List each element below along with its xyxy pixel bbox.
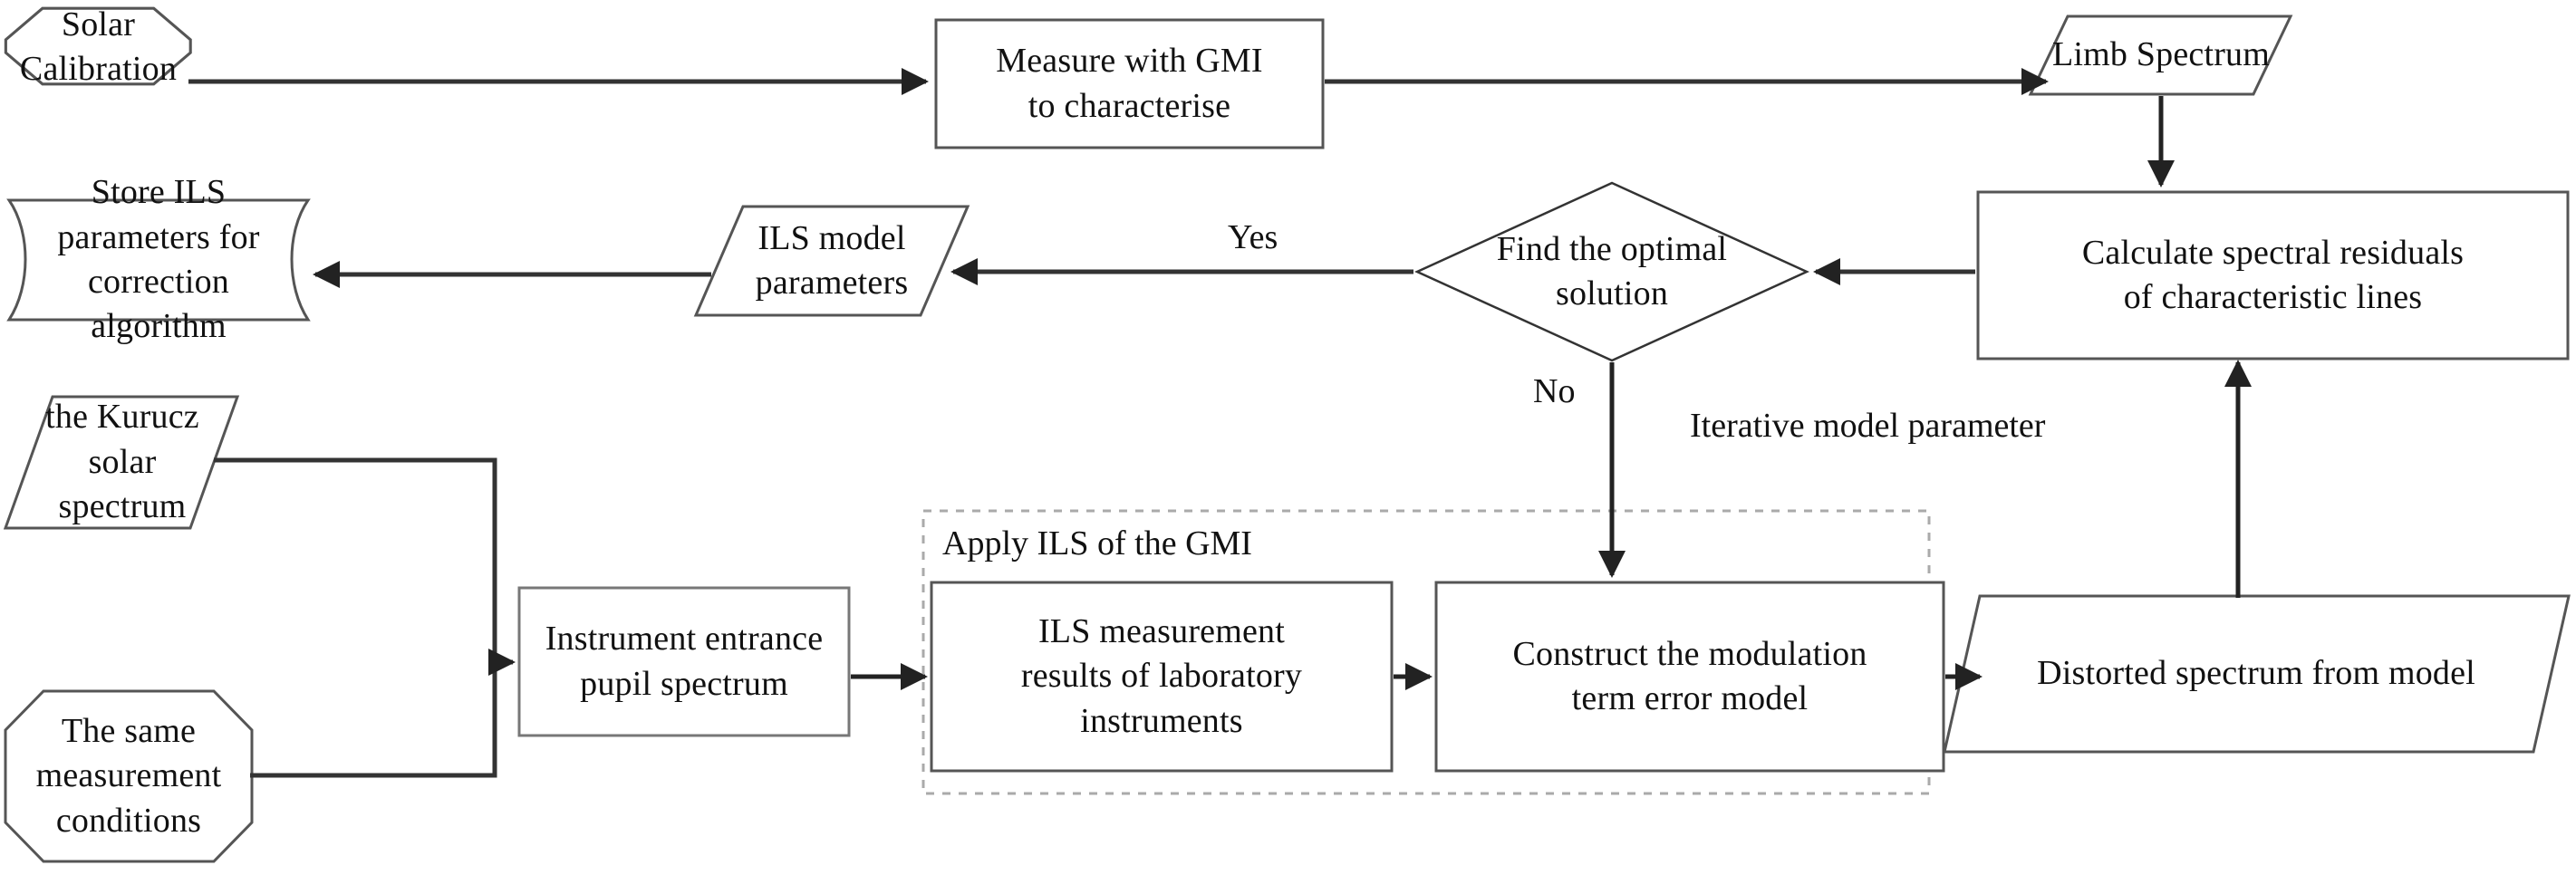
shape-calculate-spectral-residuals[interactable] xyxy=(1976,190,2570,361)
shape-distorted-spectrum-from-model[interactable] xyxy=(1943,594,2571,754)
shape-solar-calibration[interactable] xyxy=(4,6,192,86)
shape-instrument-entrance-pupil-spectrum[interactable] xyxy=(517,586,851,737)
shape-ils-model-parameters[interactable] xyxy=(693,205,970,317)
shape-store-ils-parameters[interactable] xyxy=(6,198,311,322)
node-solar-calibration[interactable] xyxy=(5,7,191,87)
node-limb-spectrum[interactable] xyxy=(2031,16,2291,94)
node-calculate-spectral-residuals[interactable] xyxy=(1978,192,2568,359)
shape-construct-modulation-term-error-model[interactable] xyxy=(1434,581,1945,773)
node-kurucz-solar-spectrum[interactable] xyxy=(5,397,237,528)
edge-same-measurement-conditions-to-junction xyxy=(250,662,497,778)
node-ils-model-parameters[interactable] xyxy=(696,207,968,315)
shape-measure-with-gmi[interactable] xyxy=(934,18,1325,149)
node-instrument-entrance-pupil-spectrum[interactable] xyxy=(519,588,849,736)
shape-find-optimal-solution[interactable] xyxy=(1413,181,1810,362)
shape-ils-measurement-results[interactable] xyxy=(930,581,1394,773)
node-same-measurement-conditions[interactable] xyxy=(5,691,252,861)
node-find-optimal-solution[interactable] xyxy=(1417,183,1807,361)
edge-kurucz-solar-spectrum-to-junction xyxy=(214,457,497,662)
node-store-ils-parameters[interactable] xyxy=(9,200,308,320)
shape-kurucz-solar-spectrum[interactable] xyxy=(3,395,240,530)
shape-same-measurement-conditions[interactable] xyxy=(4,689,254,863)
node-ils-measurement-results[interactable] xyxy=(931,582,1392,771)
node-measure-with-gmi[interactable] xyxy=(936,20,1323,148)
node-distorted-spectrum-from-model[interactable] xyxy=(1944,596,2569,752)
node-construct-modulation-term-error-model[interactable] xyxy=(1436,582,1944,771)
